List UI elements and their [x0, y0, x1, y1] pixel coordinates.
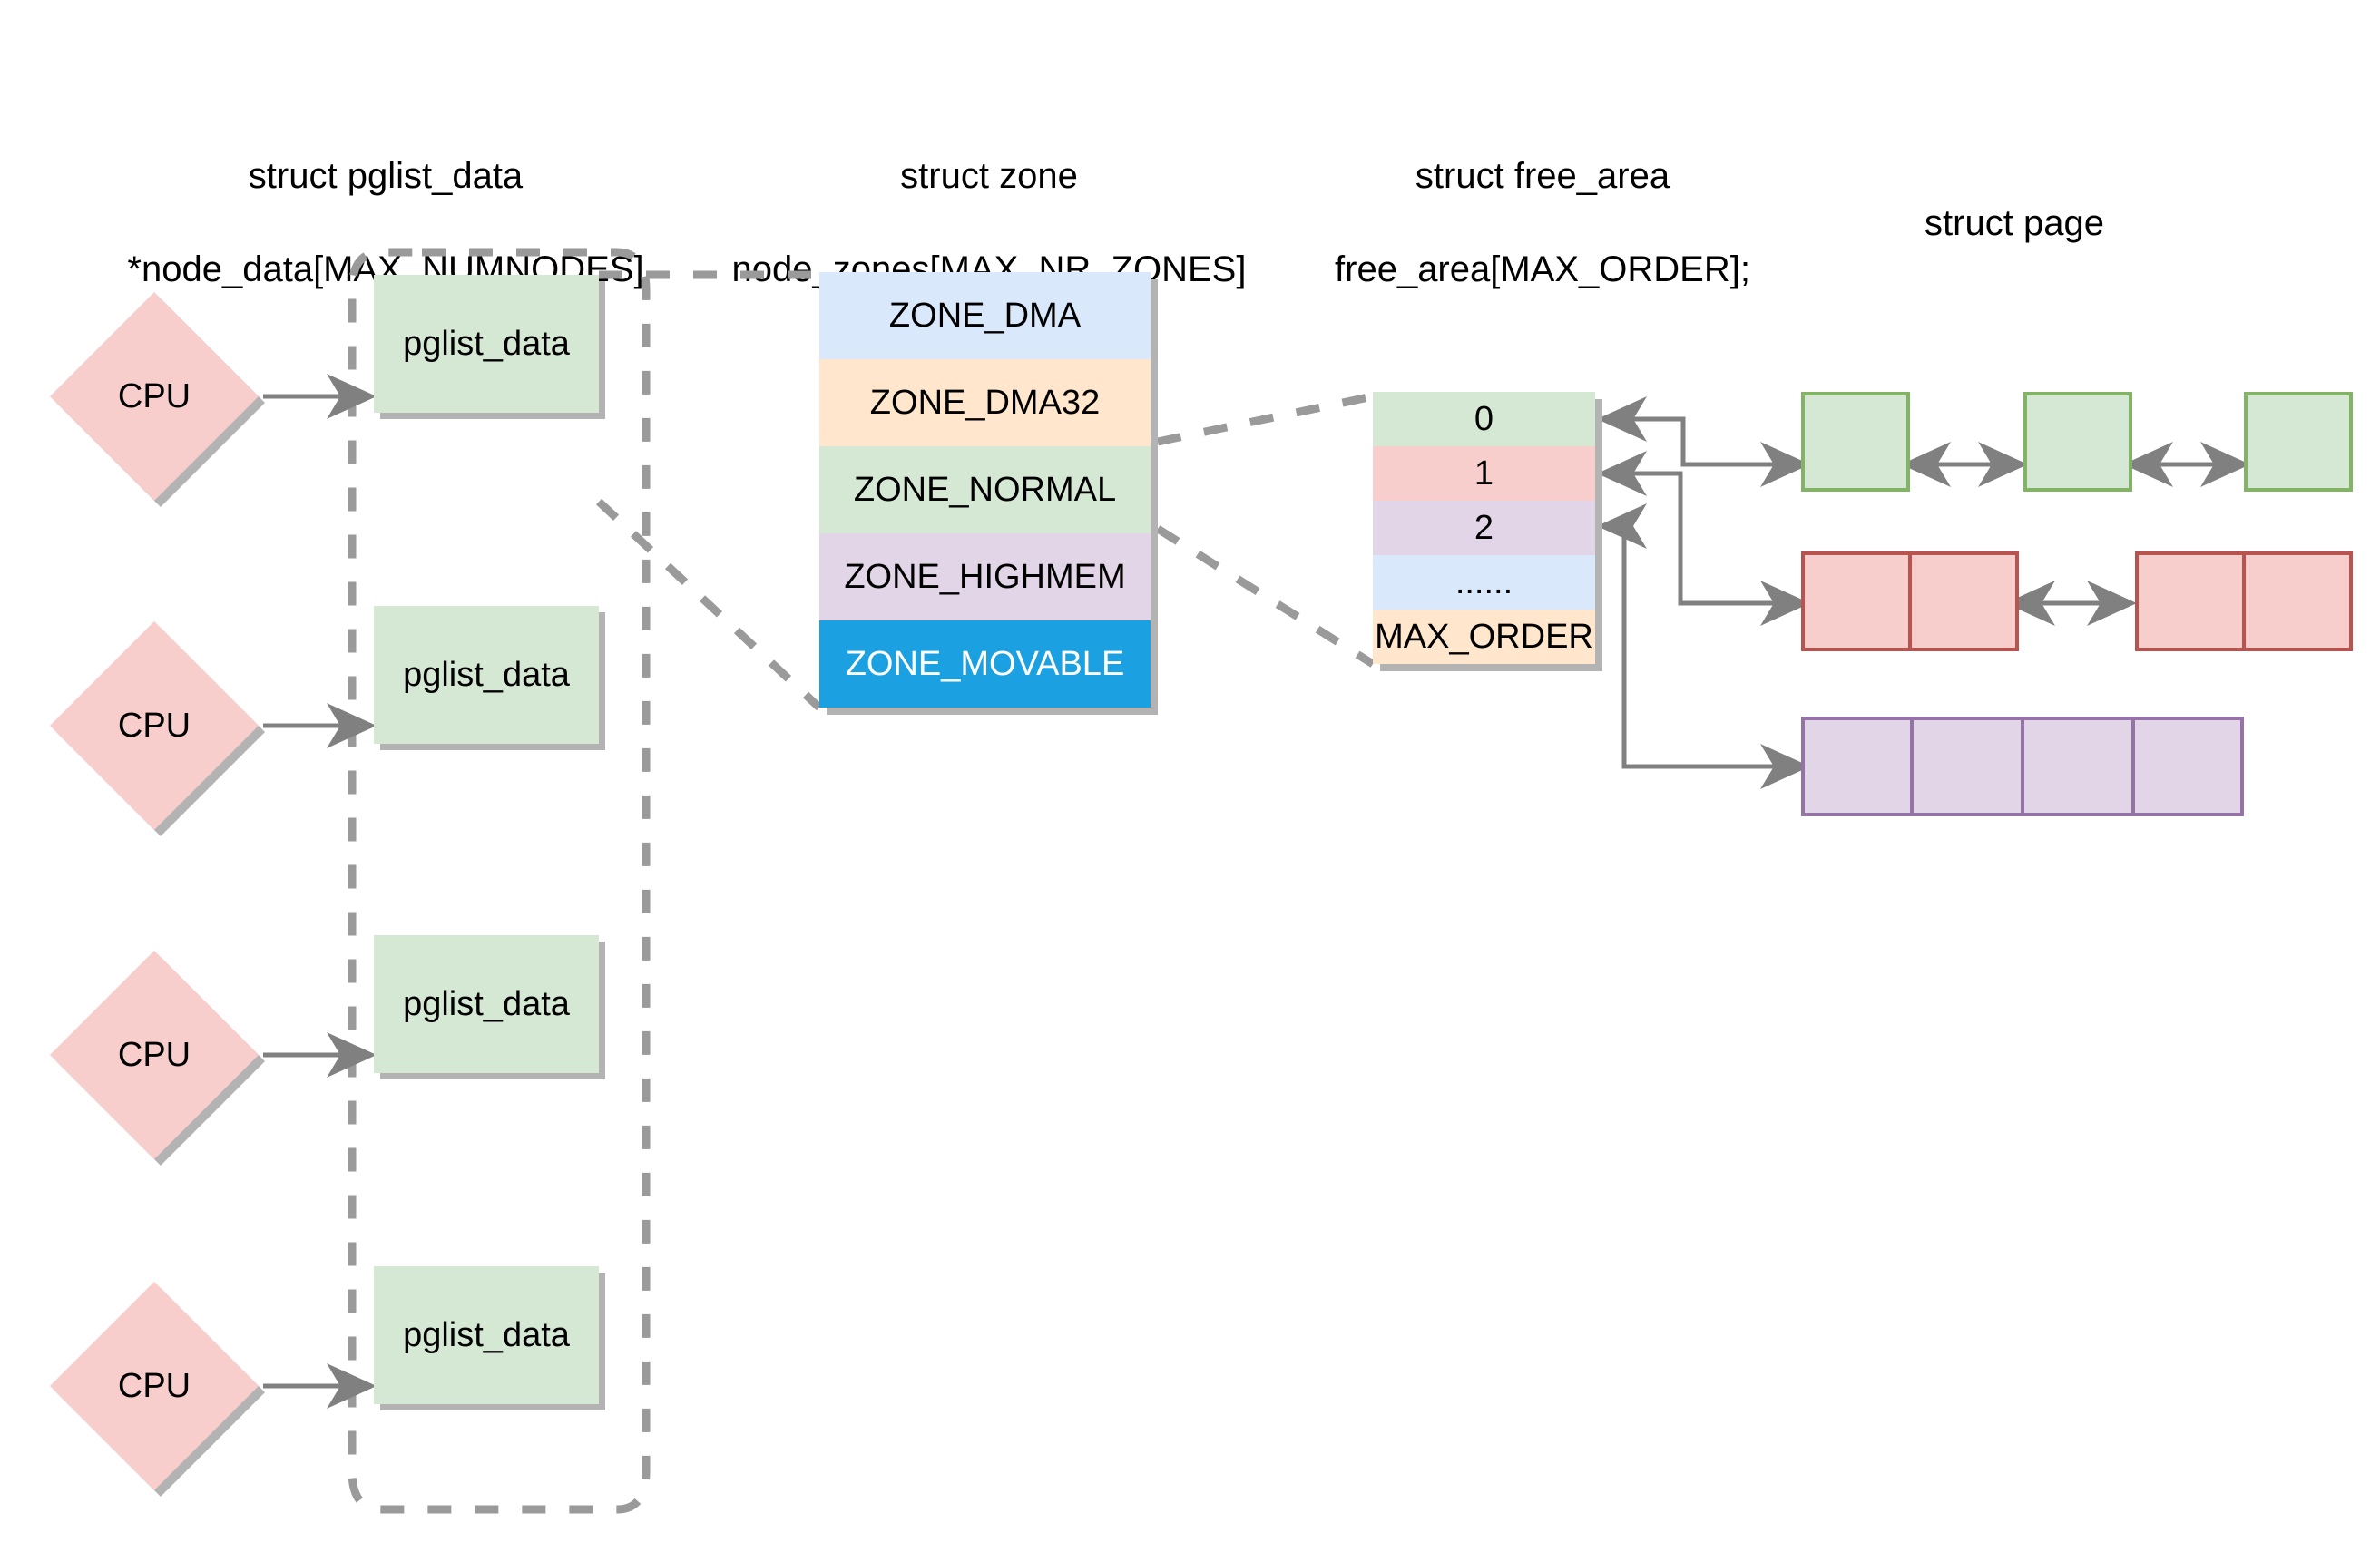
- cpu-label: CPU: [117, 376, 191, 415]
- zone-row-movable[interactable]: ZONE_MOVABLE: [819, 620, 1151, 708]
- free-area-label: 0: [1474, 399, 1494, 438]
- page-cell[interactable]: [1801, 717, 1912, 816]
- zone-label: ZONE_NORMAL: [853, 470, 1117, 509]
- freearea-order0-link: [1597, 396, 1810, 487]
- header-freearea: struct free_area free_area[MAX_ORDER];: [1288, 107, 1797, 339]
- node-label: pglist_data: [403, 324, 570, 363]
- page-cell[interactable]: [2133, 717, 2244, 816]
- page-cell[interactable]: [2023, 392, 2132, 492]
- node-box[interactable]: pglist_data: [374, 935, 599, 1073]
- zone-row-dma32[interactable]: ZONE_DMA32: [819, 359, 1151, 446]
- zone-row-highmem[interactable]: ZONE_HIGHMEM: [819, 533, 1151, 620]
- cpu-diamond[interactable]: CPU: [50, 292, 259, 501]
- free-area-label: ......: [1454, 562, 1513, 601]
- zone-label: ZONE_MOVABLE: [845, 644, 1125, 683]
- zone-label: ZONE_DMA32: [869, 383, 1101, 422]
- header-page-line1: struct page: [1925, 203, 2104, 244]
- page-cell[interactable]: [1910, 551, 2019, 651]
- page-block-order0-a[interactable]: [1801, 392, 1910, 492]
- cpu-node-3[interactable]: CPU: [50, 1282, 265, 1497]
- free-area-label: 2: [1474, 508, 1494, 547]
- page-cell[interactable]: [2244, 392, 2353, 492]
- pglist-data-node-0[interactable]: pglist_data: [374, 275, 605, 419]
- page-cell[interactable]: [1801, 551, 1910, 651]
- zone-row-normal[interactable]: ZONE_NORMAL: [819, 446, 1151, 533]
- zone-array-box: ZONE_DMA ZONE_DMA32 ZONE_NORMAL ZONE_HIG…: [819, 272, 1151, 708]
- node-label: pglist_data: [403, 655, 570, 694]
- cpu-node-2[interactable]: CPU: [50, 951, 265, 1166]
- free-area-row-1[interactable]: 1: [1373, 446, 1595, 501]
- pglist-data-node-1[interactable]: pglist_data: [374, 606, 605, 750]
- free-area-row-2[interactable]: 2: [1373, 501, 1595, 555]
- pglist-data-node-2[interactable]: pglist_data: [374, 935, 605, 1079]
- page-cell[interactable]: [2023, 717, 2133, 816]
- cpu-diamond[interactable]: CPU: [50, 951, 259, 1159]
- node-box[interactable]: pglist_data: [374, 1266, 599, 1404]
- zone-label: ZONE_DMA: [888, 296, 1082, 335]
- node-box[interactable]: pglist_data: [374, 606, 599, 744]
- zone-array: ZONE_DMA ZONE_DMA32 ZONE_NORMAL ZONE_HIG…: [819, 272, 1158, 715]
- header-zone: struct zone node_zones[MAX_NR_ZONES]: [699, 107, 1279, 339]
- cpu-to-node-arrows: [263, 374, 377, 1409]
- cpu-label: CPU: [117, 706, 191, 745]
- pglist-data-node-3[interactable]: pglist_data: [374, 1266, 605, 1410]
- node-box[interactable]: pglist_data: [374, 275, 599, 413]
- free-area-row-ellipsis[interactable]: ......: [1373, 555, 1595, 610]
- leader-node-to-zone: [595, 270, 823, 711]
- cpu-label: CPU: [117, 1366, 191, 1405]
- page-cell[interactable]: [2135, 551, 2244, 651]
- node-label: pglist_data: [403, 1315, 570, 1354]
- page-cell[interactable]: [2244, 551, 2353, 651]
- cpu-node-1[interactable]: CPU: [50, 621, 265, 836]
- leader-zone-to-freearea: [1155, 392, 1376, 668]
- page-block-order1-b[interactable]: [2135, 551, 2353, 651]
- freearea-order2-link: [1597, 503, 1810, 789]
- zone-label: ZONE_HIGHMEM: [844, 557, 1126, 596]
- free-area-label: MAX_ORDER: [1375, 617, 1593, 656]
- page-cell[interactable]: [1912, 717, 2023, 816]
- header-page: struct page: [1806, 154, 2223, 294]
- cpu-label: CPU: [117, 1035, 191, 1074]
- header-freearea-line1: struct free_area: [1415, 156, 1670, 197]
- header-freearea-line2: free_area[MAX_ORDER];: [1335, 249, 1750, 289]
- page-block-order2-a[interactable]: [1801, 717, 2244, 816]
- page-cell[interactable]: [1801, 392, 1910, 492]
- free-area-array-box: 0 1 2 ...... MAX_ORDER: [1373, 392, 1595, 664]
- page-block-order0-b[interactable]: [2023, 392, 2132, 492]
- header-pglist-line1: struct pglist_data: [248, 156, 524, 197]
- free-area-array: 0 1 2 ...... MAX_ORDER: [1373, 392, 1602, 671]
- zone-row-dma[interactable]: ZONE_DMA: [819, 272, 1151, 359]
- page-block-order0-c[interactable]: [2244, 392, 2353, 492]
- page-block-order1-a[interactable]: [1801, 551, 2019, 651]
- freearea-order1-link: [1597, 451, 1810, 626]
- cpu-node-0[interactable]: CPU: [50, 292, 265, 507]
- free-area-row-0[interactable]: 0: [1373, 392, 1595, 446]
- free-area-row-max-order[interactable]: MAX_ORDER: [1373, 610, 1595, 664]
- cpu-diamond[interactable]: CPU: [50, 621, 259, 830]
- header-zone-line1: struct zone: [900, 156, 1078, 197]
- node-label: pglist_data: [403, 984, 570, 1023]
- free-area-label: 1: [1474, 454, 1494, 493]
- cpu-diamond[interactable]: CPU: [50, 1282, 259, 1490]
